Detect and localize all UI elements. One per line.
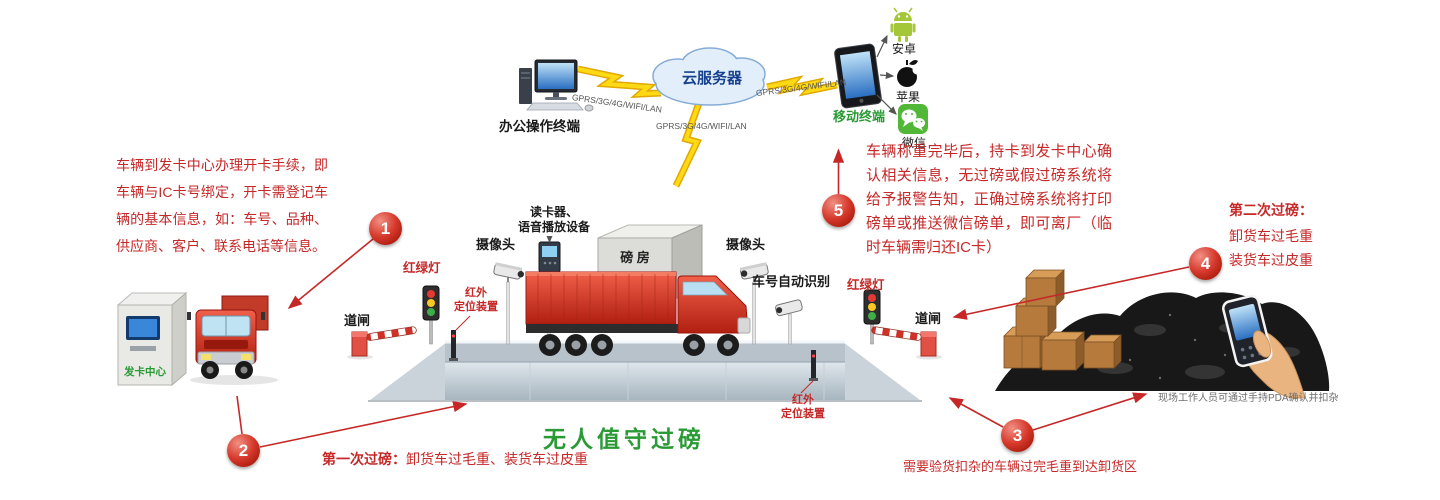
plate-recognition-label: 车号自动识别: [752, 274, 831, 289]
apple-label: 苹果: [896, 90, 921, 104]
infrared-right-label-line2: 定位装置: [781, 408, 825, 420]
card-reader-label-line1: 读卡器、: [529, 205, 578, 219]
infrared-right-label-line1: 红外: [792, 394, 814, 406]
wechat-label: 微信: [902, 136, 927, 150]
barrier-gate-right-icon: [871, 326, 942, 360]
cargo-boxes: [1003, 269, 1122, 371]
red-connector-lines: [236, 148, 1190, 448]
link-label-center: GPRS/3G/4G/WIFI/LAN: [656, 121, 747, 131]
step-number-1: 1: [369, 212, 402, 245]
card-center-label: 发卡中心: [124, 366, 166, 378]
cloud-server-label: 云服务器: [681, 70, 742, 87]
step-number-2: 2: [227, 434, 260, 467]
card-reader-label-line2: 语音播放设备: [517, 220, 590, 234]
card-center-truck: [187, 295, 278, 385]
infrared-left-label: 红外 定位装置: [444, 286, 508, 314]
mobile-terminal-label: 移动终端: [833, 109, 886, 124]
camera-left-label: 摄像头: [476, 237, 516, 252]
infrared-sensor-left-icon: [449, 330, 458, 361]
tablet-icon: [834, 43, 882, 109]
wechat-icon: [898, 104, 928, 134]
annotation-step5-text: 车辆称重完毕后，持卡到发卡中心确认相关信息，无过磅或假过磅系统将给予报警告知，正…: [866, 143, 1112, 256]
truck: [525, 271, 751, 356]
barrier-gate-left-icon: [347, 326, 417, 360]
traffic-light-left-label: 红绿灯: [403, 261, 441, 275]
camera-right-label: 摄像头: [726, 237, 766, 252]
cctv-camera-left-icon: [493, 262, 525, 345]
traffic-light-right-icon: [863, 289, 881, 345]
annotation-step4-line2: 装货车过皮重: [1229, 252, 1313, 268]
gate-right-label: 道闸: [915, 311, 942, 326]
traffic-light-right-label: 红绿灯: [847, 278, 885, 292]
gate-left-label: 道闸: [344, 313, 371, 328]
step-number-3: 3: [1001, 419, 1034, 452]
main-title: 无人值守过磅: [543, 426, 705, 452]
office-terminal-label: 办公操作终端: [499, 119, 580, 134]
weigh-house-label: 磅 房: [620, 250, 650, 265]
step-number-5: 5: [822, 194, 855, 227]
device-link-arrows: [876, 34, 897, 115]
cloud-server-icon: [652, 47, 766, 106]
annotation-step4-line1: 卸货车过毛重: [1229, 228, 1313, 244]
infrared-left-label-line2: 定位装置: [454, 301, 498, 313]
annotation-step3-text: 需要验货扣杂的车辆过完毛重到达卸货区: [903, 459, 1138, 474]
step-number-4: 4: [1189, 247, 1222, 280]
cctv-camera-right-icon: [739, 262, 769, 345]
infrared-left-label-line1: 红外: [465, 287, 487, 299]
traffic-light-left-icon: [422, 285, 440, 345]
apple-icon: [897, 60, 922, 87]
pda-caption: 现场工作人员可通过手持PDA确认并扣杂: [1158, 393, 1339, 404]
office-computer-icon: [519, 59, 594, 112]
hand-pda-icon: [1222, 294, 1306, 399]
annotation-step2-bold: 第一次过磅：: [322, 451, 406, 467]
android-label: 安卓: [892, 42, 917, 56]
annotation-step2-rest: 卸货车过毛重、装货车过皮重: [406, 451, 588, 467]
android-icon: [890, 7, 916, 42]
card-center-kiosk: [116, 291, 188, 387]
annotation-step2-text: 第一次过磅：卸货车过毛重、装货车过皮重: [322, 451, 588, 468]
infrared-right-label: 红外 定位装置: [770, 393, 836, 421]
anpr-camera-icon: [775, 299, 803, 345]
annotation-step1-text: 车辆到发卡中心办理开卡手续，即车辆与IC卡号绑定，开卡需登记车辆的基本信息，如：…: [116, 157, 328, 254]
card-reader-label: 读卡器、 语音播放设备: [510, 205, 598, 235]
annotation-step4-bold: 第二次过磅：: [1229, 202, 1313, 218]
infrared-sensor-right-icon: [809, 350, 818, 381]
lightning-bolts: [577, 65, 838, 188]
